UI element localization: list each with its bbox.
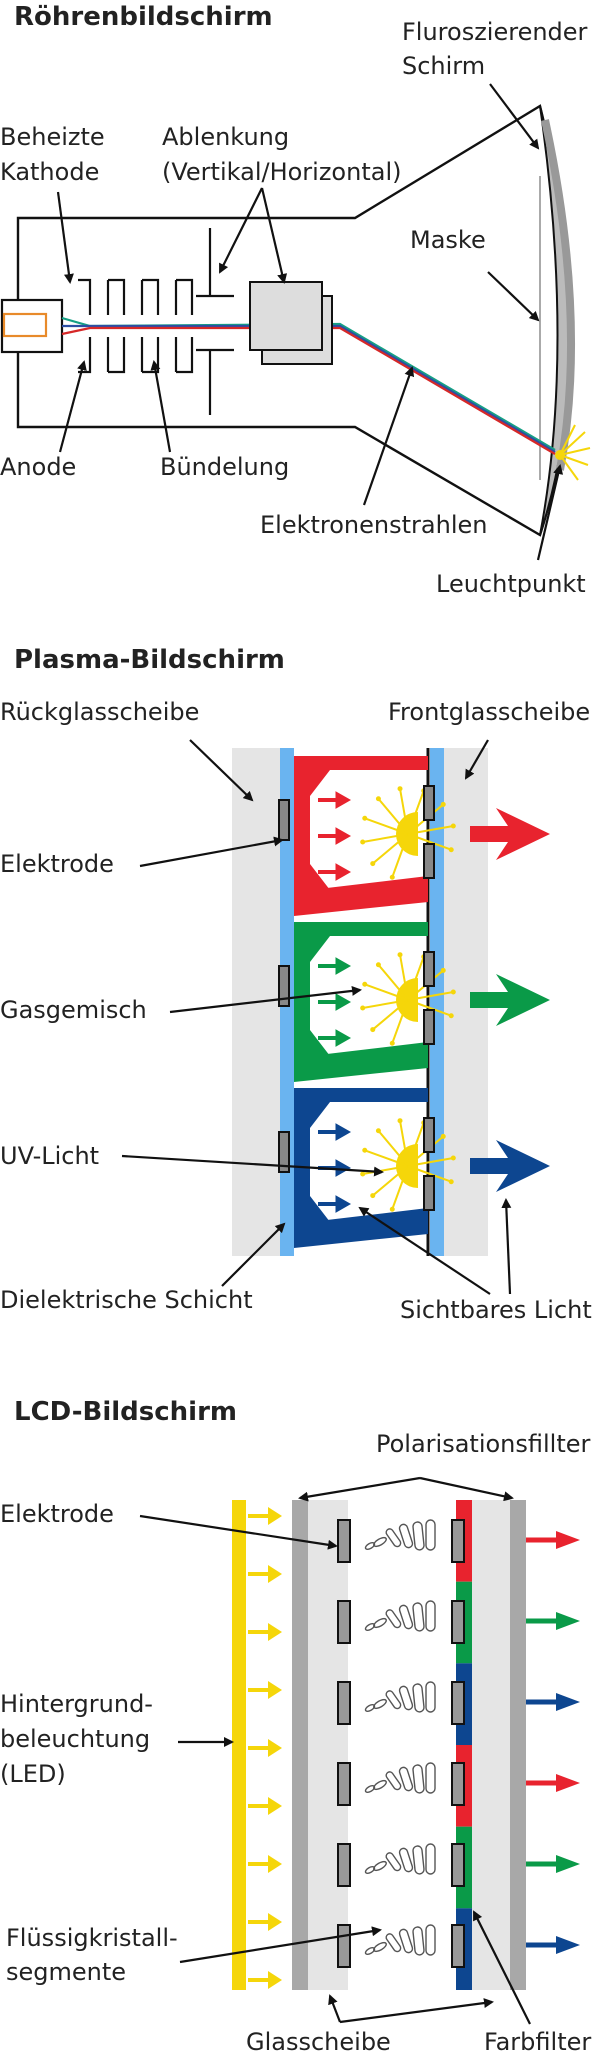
lcd-title: LCD-Bildschirm bbox=[14, 1397, 237, 1427]
lcd-label-crystal-1: Flüssigkristall- bbox=[6, 1924, 178, 1952]
crt-deflection-plates bbox=[196, 228, 234, 415]
lcd-label-glass: Glasscheibe bbox=[246, 2028, 391, 2053]
lcd-label-filter: Farbfilter bbox=[484, 2028, 591, 2053]
crt-label-cathode-2: Kathode bbox=[0, 158, 99, 186]
plasma-pointers bbox=[121, 739, 512, 1295]
lcd-segment-row bbox=[337, 1762, 580, 1806]
lcd-label-backlight-1: Hintergrund- bbox=[0, 1690, 153, 1718]
plasma-cells bbox=[278, 756, 550, 1248]
plasma-cell bbox=[278, 922, 550, 1082]
lcd-back-polarizer bbox=[292, 1500, 308, 1990]
lcd-pointers bbox=[139, 1476, 531, 2025]
plasma-label-back-glass: Rückglasscheibe bbox=[0, 698, 199, 726]
crt-heater bbox=[2, 312, 48, 338]
lcd-segment-row bbox=[337, 1843, 580, 1887]
lcd-backlight-arrow bbox=[246, 1911, 284, 1933]
plasma-label-dielectric: Dielektrische Schicht bbox=[0, 1286, 253, 1314]
lcd-backlight-arrow bbox=[246, 1679, 284, 1701]
crt-label-mask: Maske bbox=[410, 226, 486, 254]
crt-label-deflection-1: Ablenkung bbox=[162, 123, 289, 151]
crt-section: Röhrenbildschirm bbox=[0, 2, 591, 598]
crt-label-spot: Leuchtpunkt bbox=[436, 570, 586, 598]
plasma-cell bbox=[278, 756, 550, 916]
lcd-front-glass bbox=[472, 1500, 510, 1990]
plasma-label-electrode: Elektrode bbox=[0, 850, 114, 878]
crt-electron-beams bbox=[61, 316, 556, 455]
crt-focusing-electrodes bbox=[78, 278, 194, 374]
crt-label-anode: Anode bbox=[0, 453, 76, 481]
plasma-section: Plasma-Bildschirm Rückglasscheibe Frontg… bbox=[0, 645, 592, 1324]
lcd-back-glass bbox=[308, 1500, 348, 1990]
lcd-label-backlight-2: beleuchtung bbox=[0, 1725, 150, 1753]
lcd-backlight bbox=[232, 1500, 246, 1990]
lcd-label-backlight-3: (LED) bbox=[0, 1760, 66, 1788]
crt-label-beams: Elektronenstrahlen bbox=[260, 511, 487, 539]
lcd-segment-rows bbox=[246, 1505, 580, 1991]
lcd-color-filter bbox=[456, 1500, 472, 1990]
lcd-backlight-arrow bbox=[246, 1563, 284, 1585]
crt-pointers bbox=[56, 83, 564, 561]
lcd-front-polarizer bbox=[510, 1500, 526, 1990]
plasma-title: Plasma-Bildschirm bbox=[14, 645, 285, 675]
crt-horizontal-deflection bbox=[249, 281, 323, 351]
crt-label-cathode-1: Beheizte bbox=[0, 123, 105, 151]
lcd-backlight-arrow bbox=[246, 1969, 284, 1991]
lcd-backlight-arrow bbox=[246, 1795, 284, 1817]
lcd-segment-row bbox=[337, 1600, 580, 1644]
lcd-segment-row bbox=[337, 1519, 580, 1563]
lcd-label-electrode: Elektrode bbox=[0, 1500, 114, 1528]
crt-title: Röhrenbildschirm bbox=[14, 2, 273, 32]
crt-label-focusing: Bündelung bbox=[160, 453, 289, 481]
lcd-label-crystal-2: segmente bbox=[6, 1958, 126, 1986]
plasma-label-gas: Gasgemisch bbox=[0, 996, 147, 1024]
crt-label-deflection-2: (Vertikal/Horizontal) bbox=[162, 158, 401, 186]
crt-label-screen-1: Fluroszierender bbox=[402, 18, 588, 46]
lcd-backlight-arrow bbox=[246, 1621, 284, 1643]
lcd-label-polarizer: Polarisationsfillter bbox=[376, 1430, 591, 1458]
lcd-backlight-arrow bbox=[246, 1737, 284, 1759]
crt-label-screen-2: Schirm bbox=[402, 52, 485, 80]
plasma-label-visible: Sichtbares Licht bbox=[400, 1296, 592, 1324]
plasma-label-uv: UV-Licht bbox=[0, 1142, 99, 1170]
lcd-backlight-arrow bbox=[246, 1853, 284, 1875]
lcd-backlight-arrow bbox=[246, 1505, 284, 1527]
plasma-label-front-glass: Frontglasscheibe bbox=[388, 698, 590, 726]
lcd-segment-row bbox=[337, 1681, 580, 1725]
crt-cathode-box bbox=[0, 298, 64, 354]
lcd-section: LCD-Bildschirm Polarisationsfillter Elek… bbox=[0, 1397, 591, 2053]
